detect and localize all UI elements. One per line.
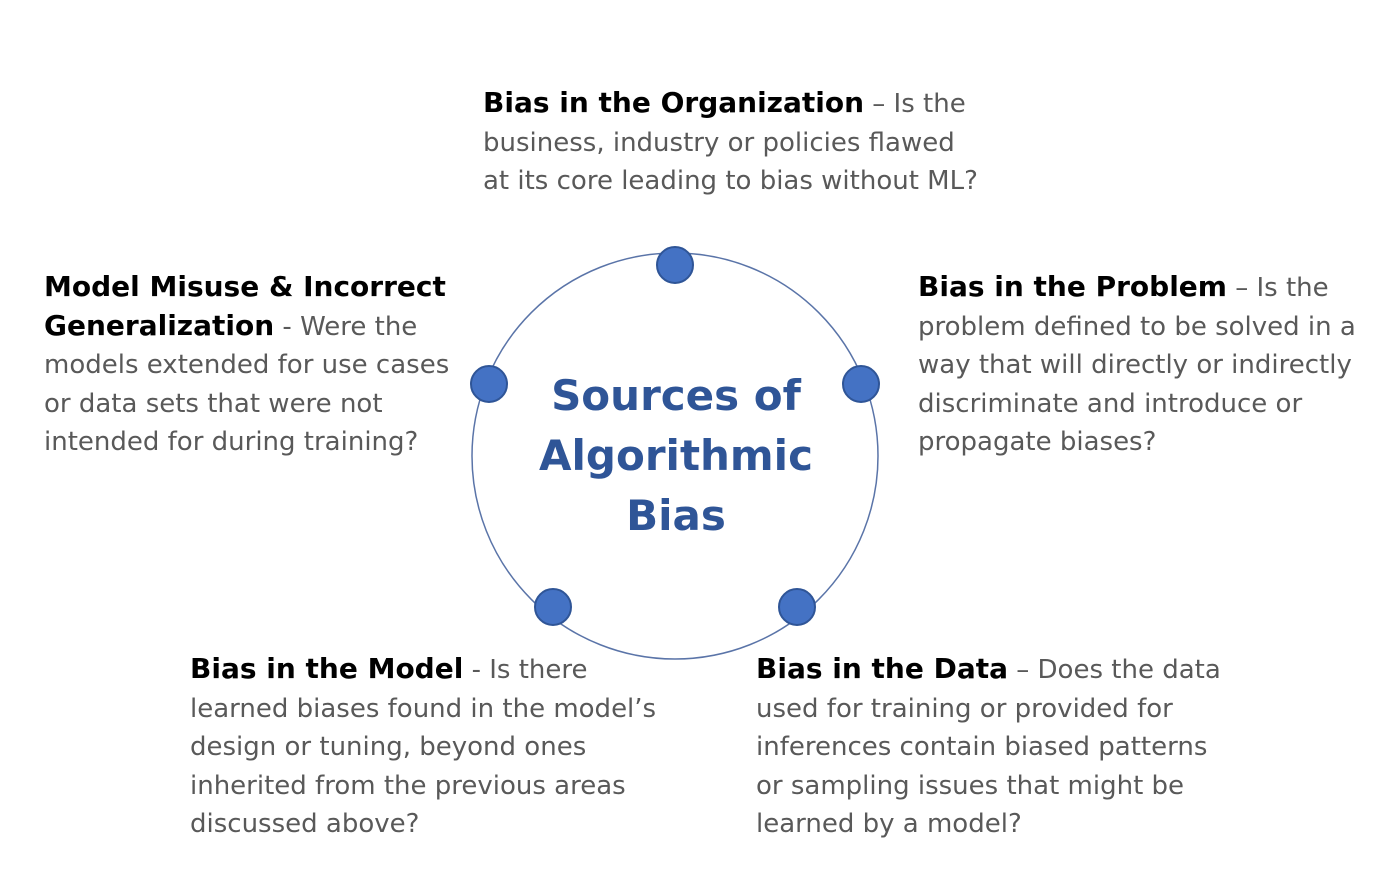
block-heading: Bias in the Organization: [483, 86, 865, 119]
center-title-line-3: Bias: [626, 491, 726, 540]
node-data: [778, 588, 816, 626]
block-heading-continued: Generalization: [44, 308, 275, 342]
center-title: Sources of Algorithmic Bias: [526, 366, 826, 546]
block-separator: –: [864, 89, 894, 119]
block-separator: –: [1226, 273, 1257, 303]
block-heading: Bias in the Data: [756, 652, 1008, 685]
block-line: discriminate and introduce or: [918, 388, 1303, 419]
block-heading: Bias in the Problem: [918, 270, 1227, 303]
node-misuse: [470, 365, 508, 403]
block-line: learned biases found in the model’s: [190, 693, 657, 724]
block-line: or sampling issues that might be: [756, 770, 1185, 801]
bias-organization-block: Bias in the Organization – Is the busine…: [483, 84, 1003, 201]
block-separator: -: [463, 655, 490, 685]
block-line: inherited from the previous areas: [190, 770, 626, 801]
block-line: Bias in the Organization – Is the: [483, 84, 1003, 124]
block-line: business, industry or policies flawed: [483, 127, 955, 158]
block-text: Were the: [300, 311, 418, 342]
model-misuse-block: Model Misuse & Incorrect Generalization …: [44, 268, 464, 462]
block-text: Is the: [893, 89, 966, 119]
block-line: discussed above?: [190, 809, 420, 839]
node-model: [534, 588, 572, 626]
block-line: propagate biases?: [918, 427, 1157, 457]
node-problem: [842, 365, 880, 403]
block-text: Is the: [1256, 273, 1329, 303]
block-line: intended for during training?: [44, 427, 419, 457]
bias-problem-block: Bias in the Problem – Is the problem def…: [918, 268, 1388, 462]
block-line: Bias in the Model - Is there: [190, 650, 680, 690]
block-line: Bias in the Data – Does the data: [756, 650, 1226, 690]
block-line: Generalization - Were the: [44, 307, 464, 347]
block-heading: Bias in the Model: [190, 652, 464, 685]
bias-model-block: Bias in the Model - Is there learned bia…: [190, 650, 680, 844]
block-line: problem defined to be solved in a: [918, 311, 1356, 342]
block-line: design or tuning, beyond ones: [190, 732, 587, 762]
node-organization: [656, 246, 694, 284]
center-title-line-2: Algorithmic: [539, 431, 813, 480]
block-line: or data sets that were not: [44, 388, 383, 419]
block-separator: -: [274, 311, 301, 342]
block-heading: Model Misuse & Incorrect: [44, 270, 446, 303]
block-text: Is there: [489, 655, 588, 685]
block-text: Does the data: [1037, 655, 1221, 685]
block-line: Bias in the Problem – Is the: [918, 268, 1388, 308]
block-line: way that will directly or indirectly: [918, 350, 1352, 380]
center-title-line-1: Sources of: [551, 371, 801, 420]
block-line: at its core leading to bias without ML?: [483, 166, 978, 196]
block-separator: –: [1008, 655, 1038, 685]
block-line: learned by a model?: [756, 809, 1022, 839]
bias-data-block: Bias in the Data – Does the data used fo…: [756, 650, 1226, 844]
block-line: inferences contain biased patterns: [756, 732, 1208, 762]
block-line: models extended for use cases: [44, 350, 450, 380]
block-line: used for training or provided for: [756, 693, 1173, 724]
